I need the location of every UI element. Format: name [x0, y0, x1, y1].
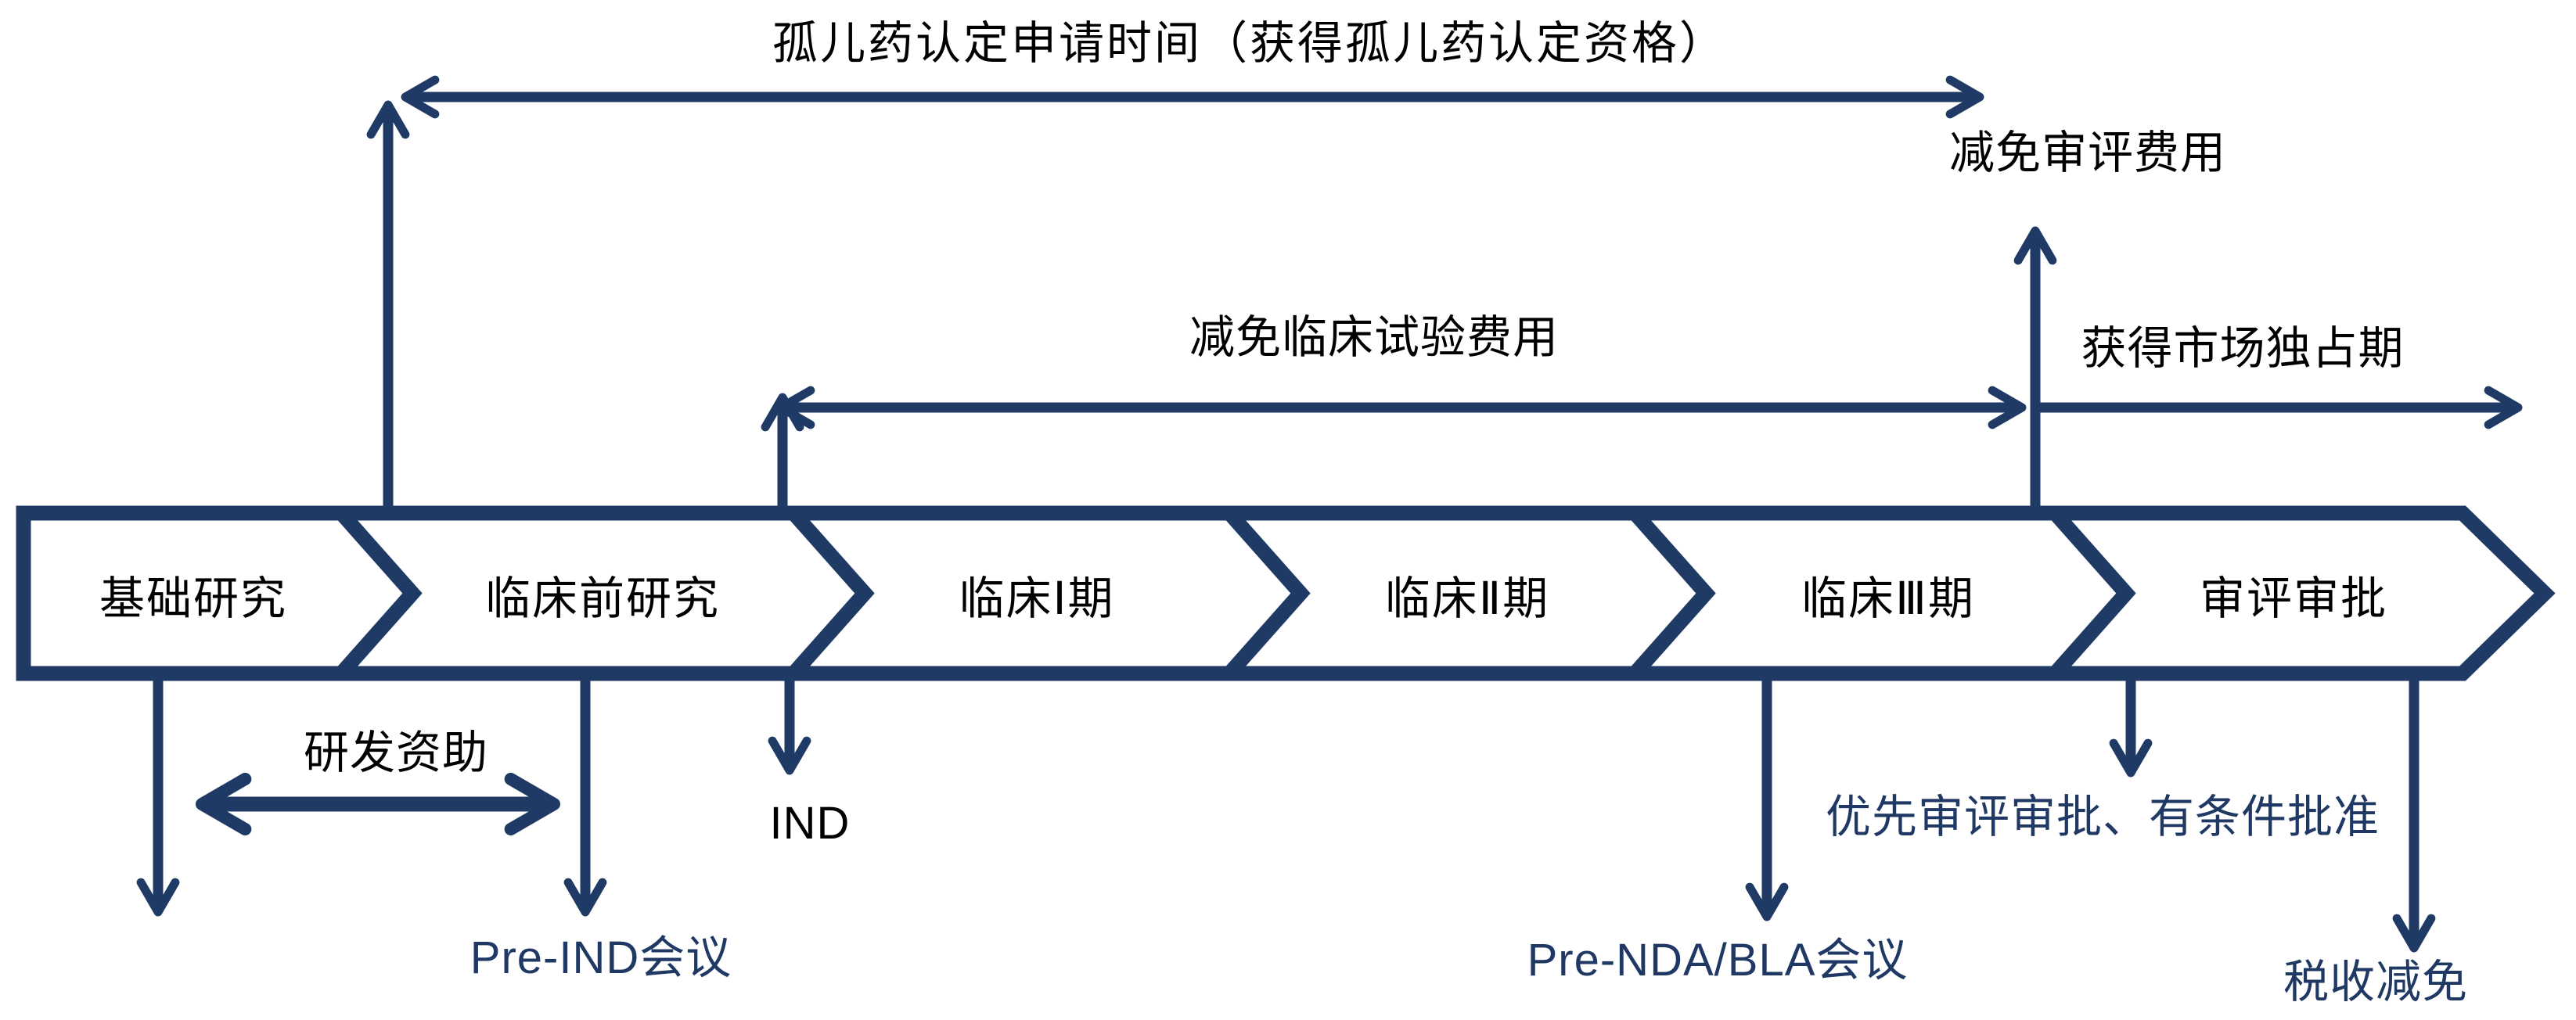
- pre-ind-meeting-label: Pre-IND会议: [470, 932, 732, 984]
- market-exclusivity-label: 获得市场独占期: [2081, 323, 2405, 375]
- stage-divider-1: [336, 508, 423, 678]
- stage-label-phase-2: 临床Ⅱ期: [1384, 573, 1550, 624]
- designation-period-label: 孤儿药认定申请时间（获得孤儿药认定资格）: [772, 18, 1728, 70]
- stage-label-review-approval: 审评审批: [2199, 573, 2388, 624]
- process-bar: [16, 505, 2556, 681]
- rd-funding-label: 研发资助: [303, 727, 489, 779]
- stage-label-phase-1: 临床Ⅰ期: [959, 573, 1115, 624]
- priority-review-label: 优先审评审批、有条件批准: [1825, 792, 2380, 843]
- pre-nda-bla-meeting-label: Pre-NDA/BLA会议: [1527, 935, 1909, 986]
- tax-relief-label: 税收减免: [2283, 957, 2469, 1008]
- stage-label-preclinical: 临床前研究: [484, 573, 721, 624]
- stage-divider-4: [1629, 508, 1716, 678]
- ind-label: IND: [769, 798, 851, 849]
- stage-divider-3: [1224, 508, 1311, 678]
- stage-label-phase-3: 临床Ⅲ期: [1801, 573, 1975, 624]
- stage-divider-2: [788, 508, 875, 678]
- stage-divider-5: [2049, 508, 2136, 678]
- clinical-fee-label: 减免临床试验费用: [1189, 312, 1560, 364]
- review-fee-label: 减免审评费用: [1948, 128, 2227, 179]
- stage-label-basic-research: 基础研究: [99, 573, 288, 624]
